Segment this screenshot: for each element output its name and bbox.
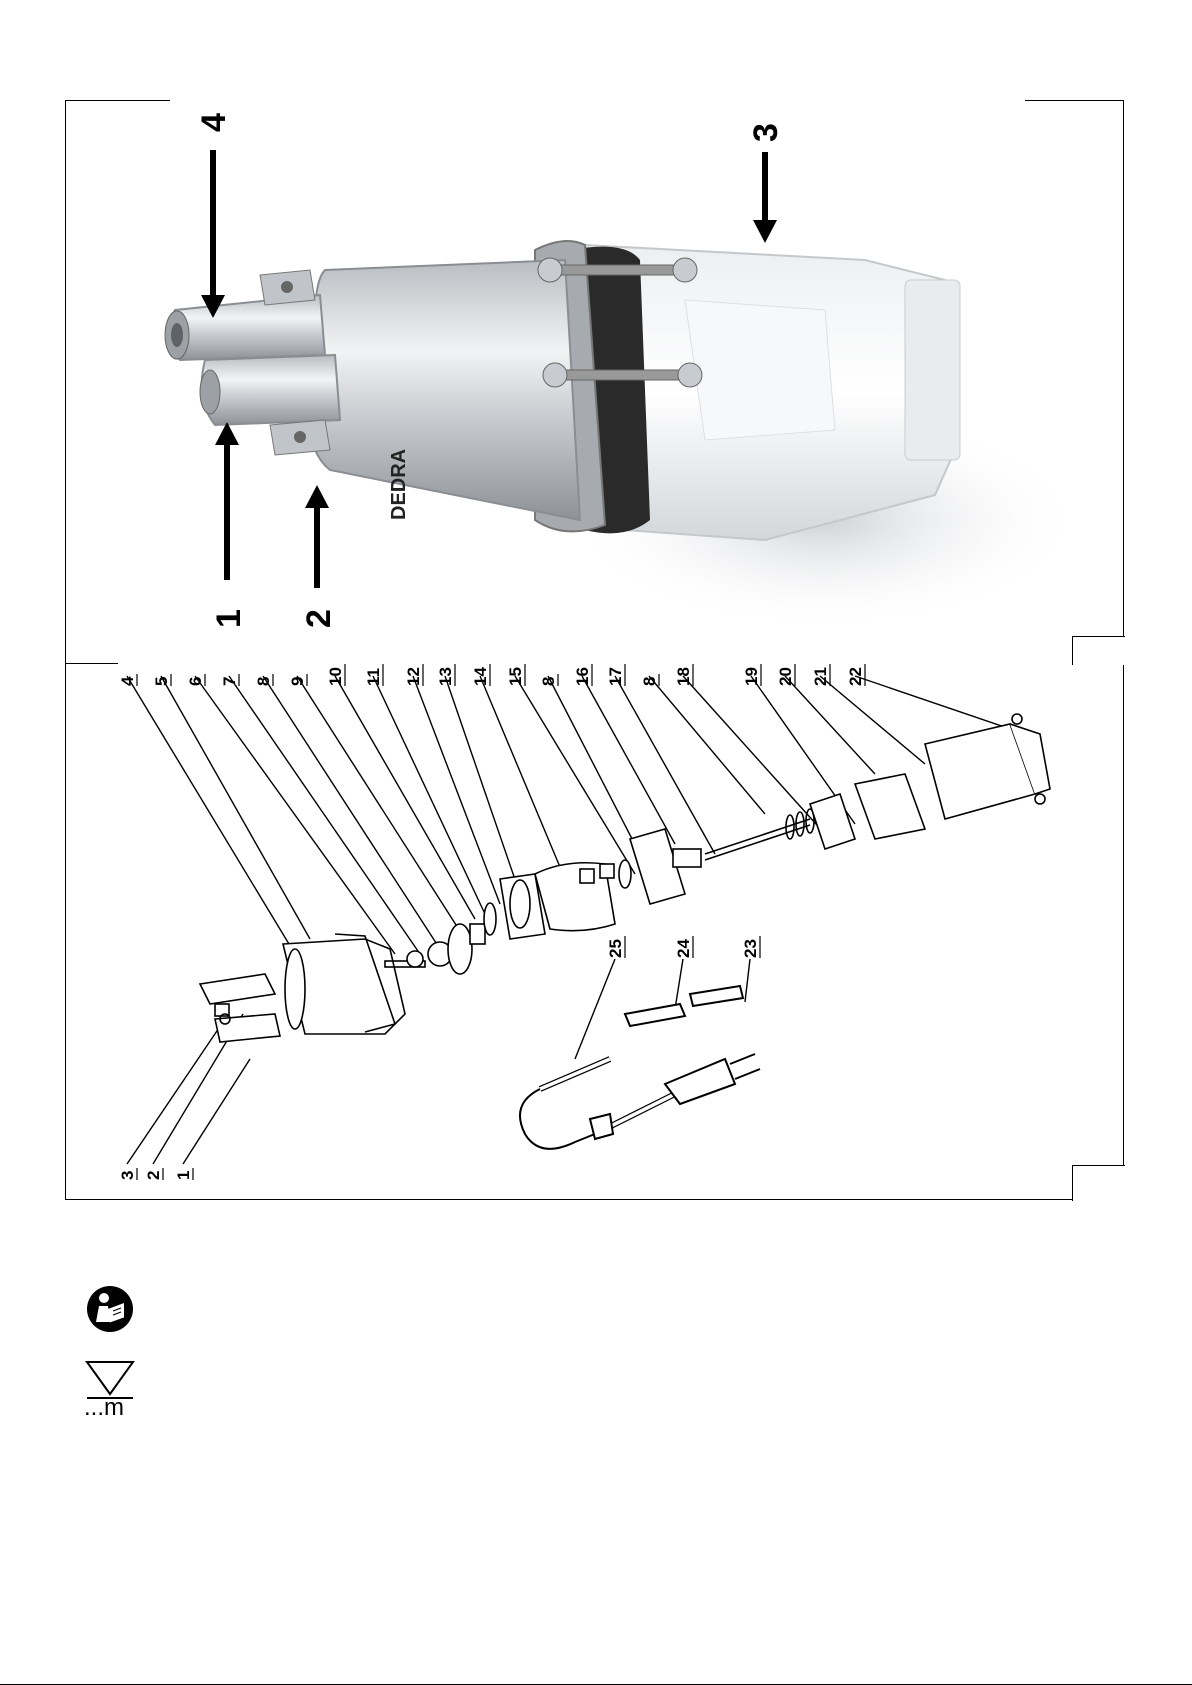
part-number-label: 15 (506, 667, 525, 686)
callout-label-2: 2 (300, 609, 338, 628)
part-number-label: 3 (118, 1171, 137, 1180)
part-number-label: 1 (174, 1171, 193, 1180)
part-number-label: 11 (364, 668, 383, 686)
part-number-label: 2 (144, 1171, 163, 1180)
inner-parts (385, 714, 1050, 974)
part-number-label: 19 (742, 667, 761, 686)
part-number-label: 10 (326, 667, 345, 686)
part-number-label: 4 (118, 676, 137, 686)
part-number-label: 8 (254, 677, 273, 686)
part-number-label: 6 (186, 677, 205, 686)
immersion-depth-label: ...m (84, 1396, 124, 1420)
pump-photo: DEDRA 4 3 1 2 (65, 100, 1124, 663)
part-number-label: 22 (846, 667, 865, 686)
callout-arrow-2 (305, 485, 329, 508)
part-number-label: 14 (471, 667, 490, 686)
part-number-label: 9 (288, 677, 307, 686)
part-number-label: 20 (776, 667, 795, 686)
part-number-label: 17 (606, 667, 625, 686)
power-cable (520, 986, 760, 1149)
callout-label-3: 3 (747, 123, 785, 142)
part-number-label: 18 (674, 667, 693, 686)
brand-logo: DEDRA (388, 449, 410, 520)
part-number-label: 25 (606, 939, 625, 958)
callout-label-1: 1 (210, 609, 248, 628)
read-manual-icon (86, 1285, 134, 1333)
part-number-label: 24 (674, 939, 693, 958)
callout-arrow-3 (753, 220, 777, 243)
part-number-label: 16 (573, 667, 592, 686)
part-number-label: 12 (404, 667, 423, 686)
pump-housing (200, 934, 405, 1042)
part-number-label: 7 (220, 677, 239, 686)
part-number-label: 13 (436, 667, 455, 686)
callout-label-4: 4 (195, 113, 233, 132)
part-number-label: 5 (152, 677, 171, 686)
part-number-label: 21 (811, 667, 830, 686)
part-number-label: 8 (539, 677, 558, 686)
part-number-label: 8 (640, 677, 659, 686)
part-number-label: 23 (741, 939, 760, 958)
